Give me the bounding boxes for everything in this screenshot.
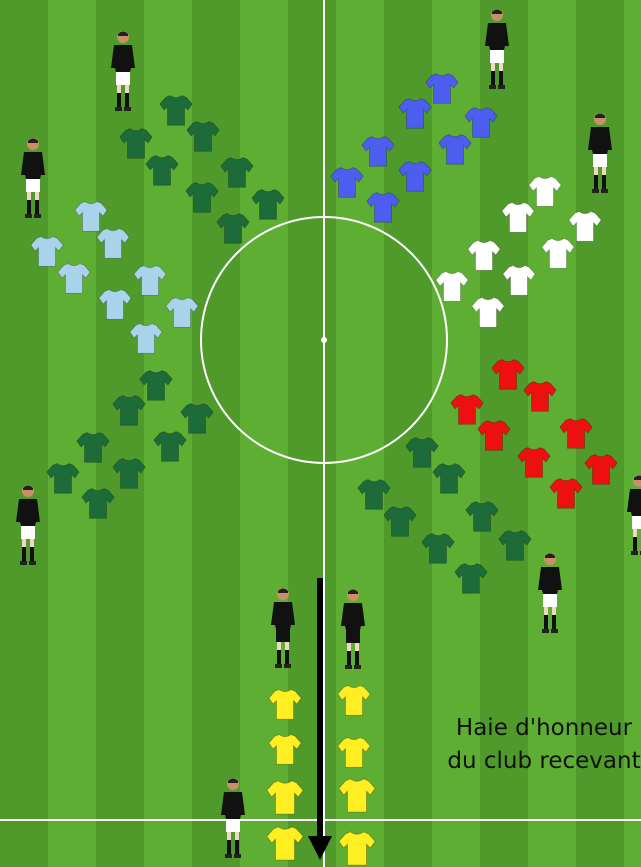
- guard-of-honour-caption: Haie d'honneur du club recevant: [424, 712, 641, 778]
- caption-line-1: Haie d'honneur: [424, 712, 641, 745]
- caption-line-2: du club recevant: [424, 745, 641, 778]
- centre-spot: [322, 338, 326, 342]
